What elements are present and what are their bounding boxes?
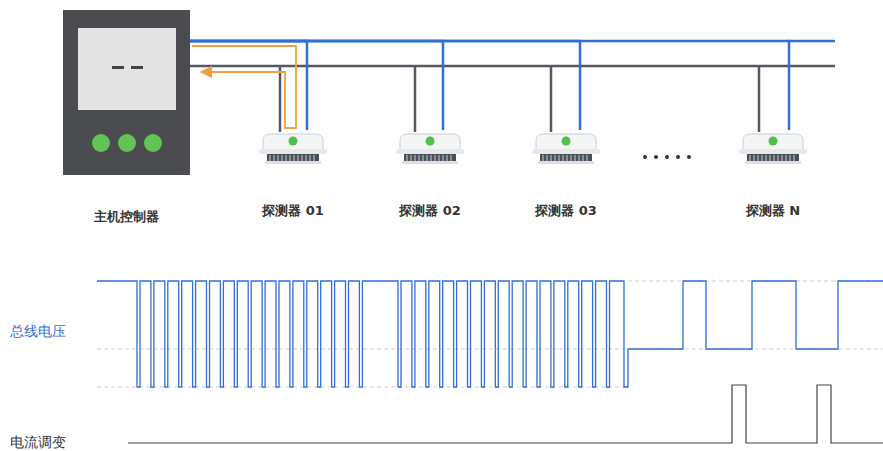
bus-wire (190, 41, 308, 130)
bus-wire (190, 41, 444, 130)
voltage-waveform (97, 281, 883, 387)
unit-label: 主机控制器 (94, 208, 159, 226)
current-path-arrow (192, 46, 296, 128)
bus-wire (190, 41, 790, 130)
bus-wire (190, 41, 581, 130)
level-guides (97, 281, 883, 387)
controller-panel (63, 10, 190, 175)
current-waveform (128, 385, 883, 443)
signal-name: 总线电压 (10, 323, 66, 341)
bus-wire-blue (788, 40, 835, 43)
ellipsis-dots (643, 155, 691, 159)
unit-label: 探测器 N (746, 202, 800, 220)
detector-unit: 探测器 N (737, 130, 809, 222)
detector-symbol (737, 130, 809, 166)
controller-unit: 主机控制器 (63, 10, 190, 228)
detector-unit: 探测器 02 (394, 130, 466, 222)
unit-label: 探测器 01 (262, 202, 324, 220)
unit-label: 探测器 03 (535, 202, 597, 220)
detector-unit: 探测器 03 (530, 130, 602, 222)
detector-unit: 探测器 01 (257, 130, 329, 222)
signal-name: 电流调变 (10, 434, 66, 451)
detector-symbol (394, 130, 466, 166)
bus-wire-gray (190, 66, 835, 132)
detector-symbol (530, 130, 602, 166)
unit-label: 探测器 02 (399, 202, 461, 220)
detector-symbol (257, 130, 329, 166)
